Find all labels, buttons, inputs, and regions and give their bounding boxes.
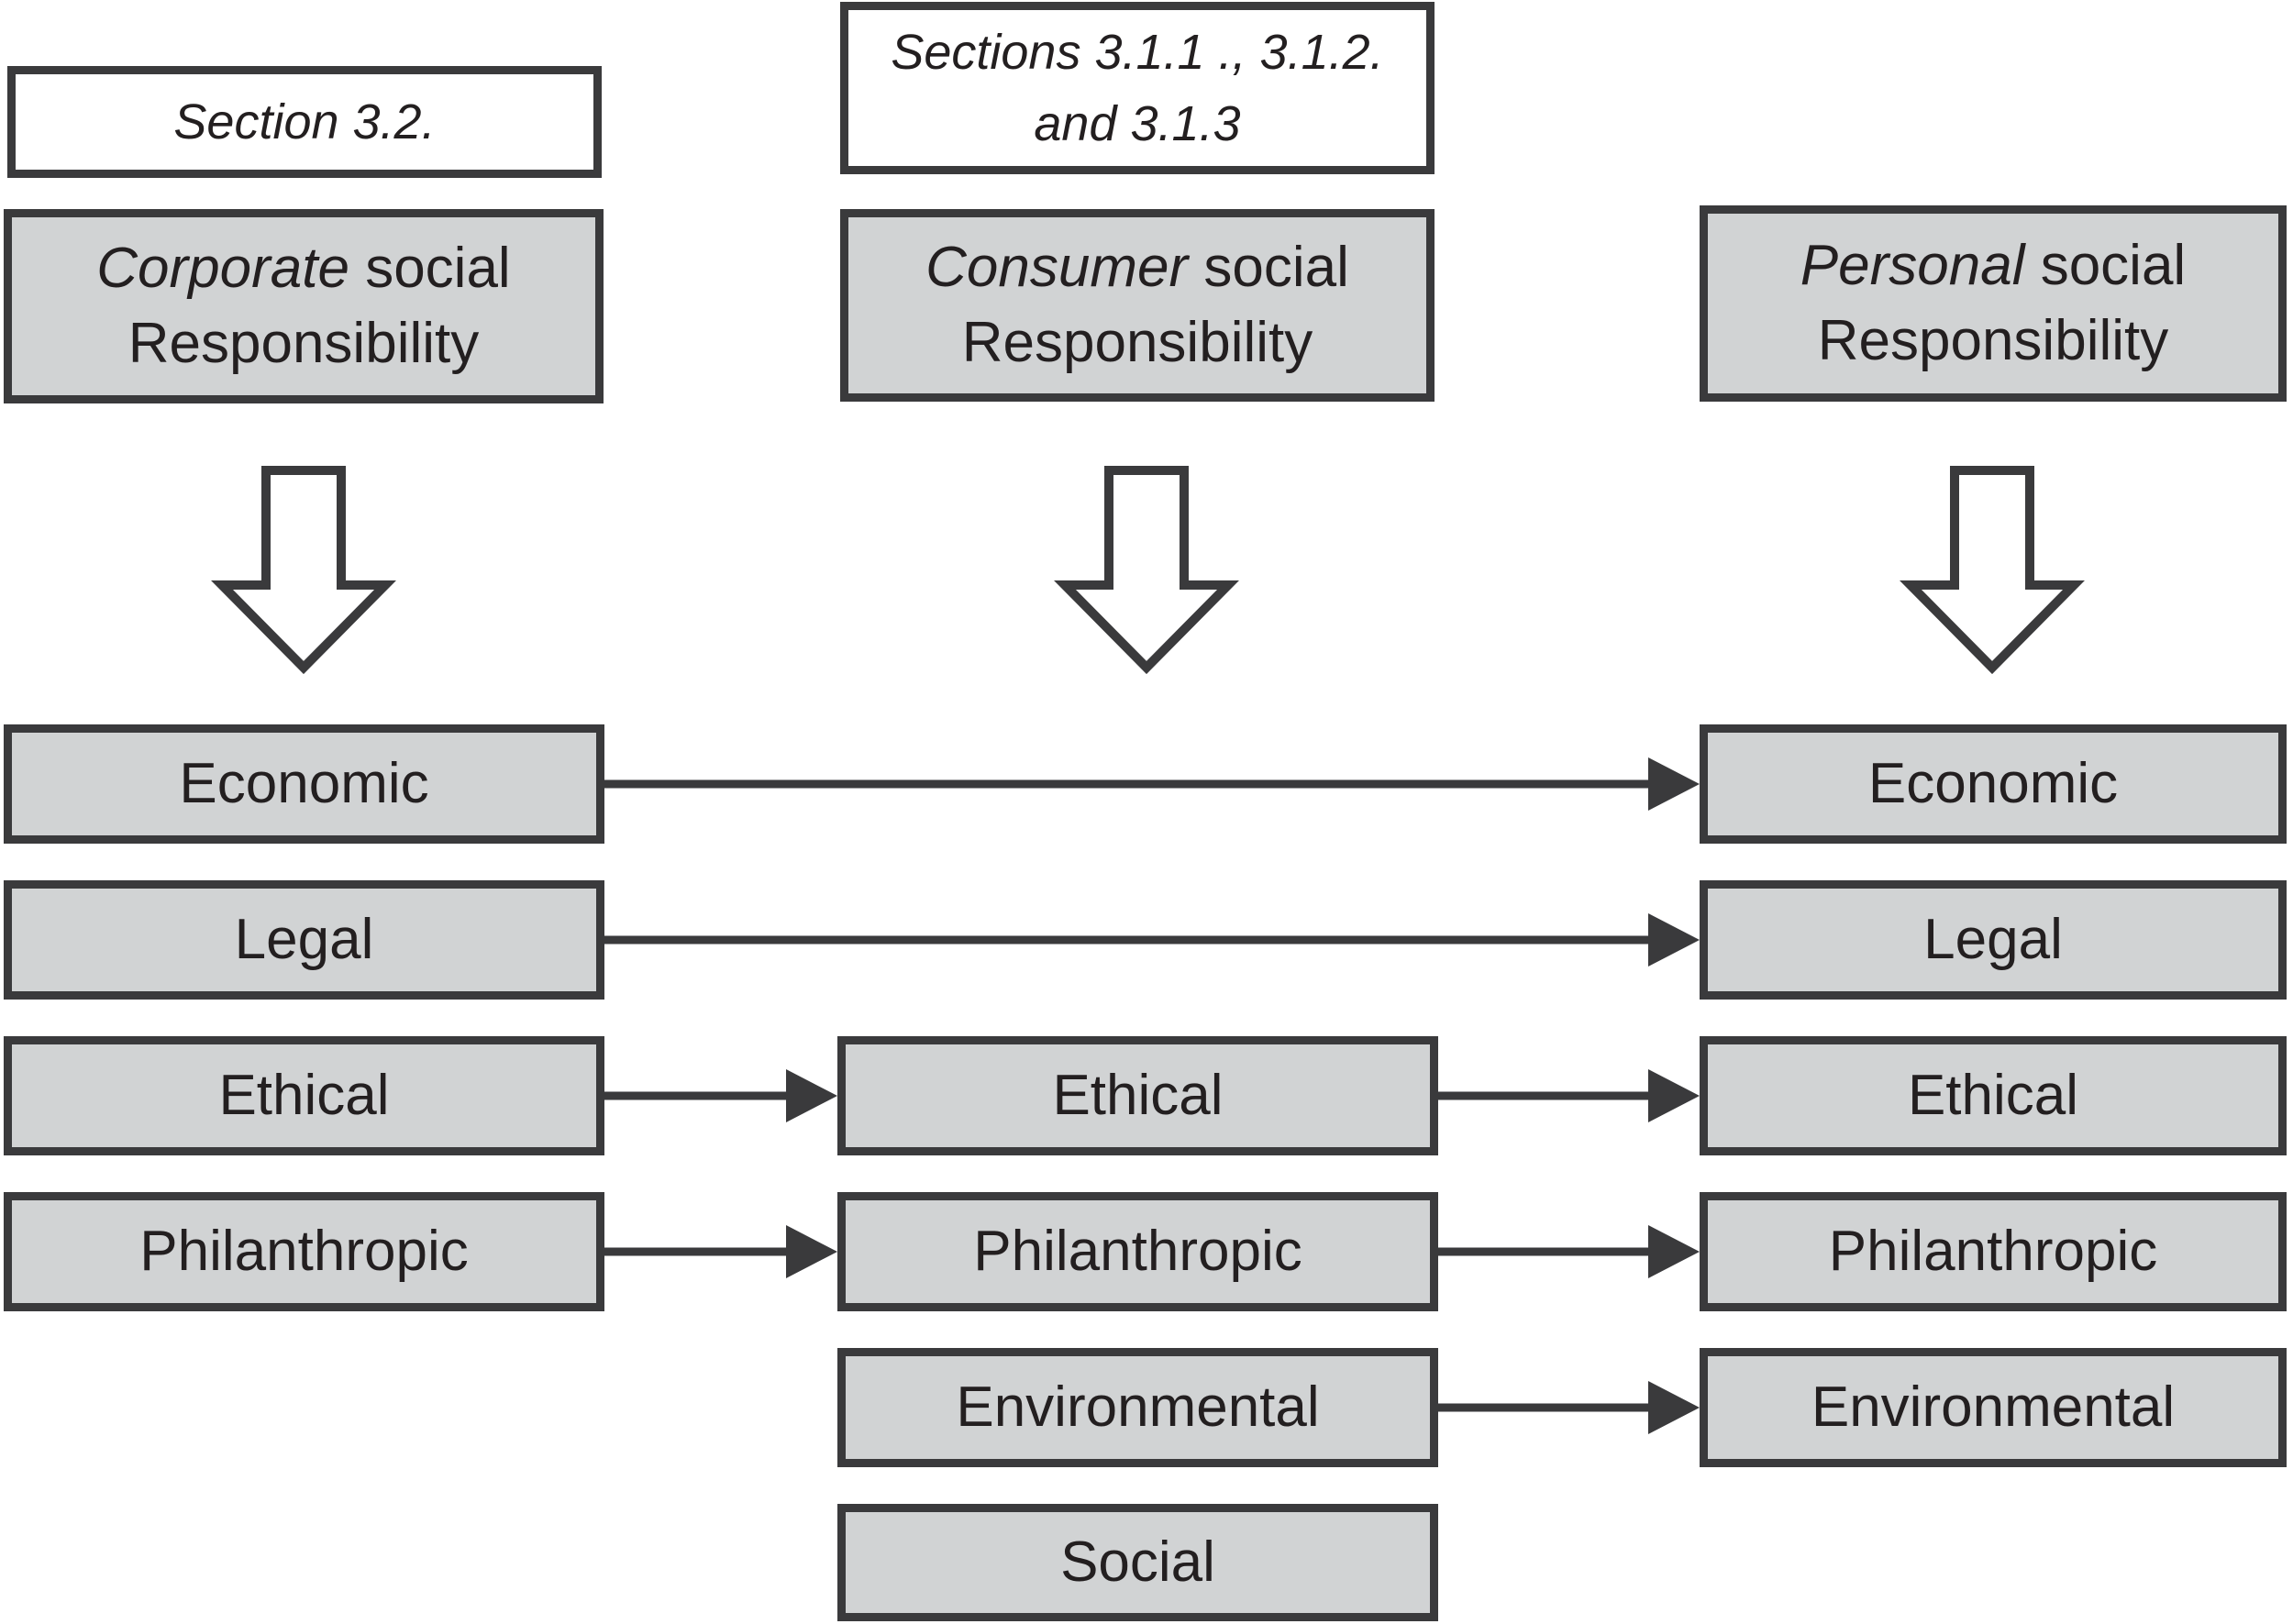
section-label-consumer-line2: and 3.1.3 bbox=[1034, 96, 1241, 151]
header-consumer-line2: Responsibility bbox=[961, 311, 1313, 374]
box-consumer-environmental: Environmental bbox=[837, 1348, 1438, 1467]
box-consumer-philanthropic: Philanthropic bbox=[837, 1192, 1438, 1311]
header-consumer-rest: social bbox=[1188, 236, 1349, 300]
down-arrow-consumer-icon bbox=[1054, 466, 1239, 675]
box-corporate-ethical: Ethical bbox=[4, 1036, 604, 1155]
header-personal-italic: Personal bbox=[1800, 234, 2025, 298]
box-corporate-economic: Economic bbox=[4, 724, 604, 844]
box-consumer-ethical: Ethical bbox=[837, 1036, 1438, 1155]
header-consumer-italic: Consumer bbox=[925, 236, 1189, 300]
box-personal-economic: Economic bbox=[1700, 724, 2287, 844]
header-corporate-line2: Responsibility bbox=[127, 312, 480, 375]
box-corporate-philanthropic: Philanthropic bbox=[4, 1192, 604, 1311]
header-personal-rest: social bbox=[2024, 234, 2187, 298]
box-corporate-legal: Legal bbox=[4, 880, 604, 1000]
down-arrow-personal-icon bbox=[1900, 466, 2085, 675]
arrow-economic-corporate-to-personal bbox=[604, 757, 1700, 811]
box-personal-environmental: Environmental bbox=[1700, 1348, 2287, 1467]
header-corporate-rest: social bbox=[349, 237, 511, 301]
arrow-ethical-corporate-to-consumer bbox=[604, 1069, 837, 1122]
box-personal-legal: Legal bbox=[1700, 880, 2287, 1000]
arrow-legal-corporate-to-personal bbox=[604, 913, 1700, 967]
box-consumer-social: Social bbox=[837, 1504, 1438, 1621]
header-consumer-social-responsibility: Consumer social Responsibility bbox=[840, 209, 1435, 402]
arrow-ethical-consumer-to-personal bbox=[1438, 1069, 1700, 1122]
down-arrow-corporate-icon bbox=[211, 466, 396, 675]
header-personal-line2: Responsibility bbox=[1817, 309, 2169, 372]
arrow-philanthropic-corporate-to-consumer bbox=[604, 1225, 837, 1278]
section-label-consumer-line1: Sections 3.1.1 ., 3.1.2. bbox=[891, 24, 1384, 80]
header-personal-social-responsibility: Personal social Responsibility bbox=[1700, 205, 2287, 402]
box-personal-ethical: Ethical bbox=[1700, 1036, 2287, 1155]
box-personal-philanthropic: Philanthropic bbox=[1700, 1192, 2287, 1311]
arrow-environmental-consumer-to-personal bbox=[1438, 1381, 1700, 1434]
section-label-corporate: Section 3.2. bbox=[7, 66, 602, 178]
header-corporate-social-responsibility: Corporate social Responsibility bbox=[4, 209, 604, 403]
section-label-corporate-text: Section 3.2. bbox=[173, 94, 436, 149]
header-corporate-italic: Corporate bbox=[96, 237, 349, 301]
arrow-philanthropic-consumer-to-personal bbox=[1438, 1225, 1700, 1278]
section-label-consumer: Sections 3.1.1 ., 3.1.2. and 3.1.3 bbox=[840, 2, 1435, 174]
